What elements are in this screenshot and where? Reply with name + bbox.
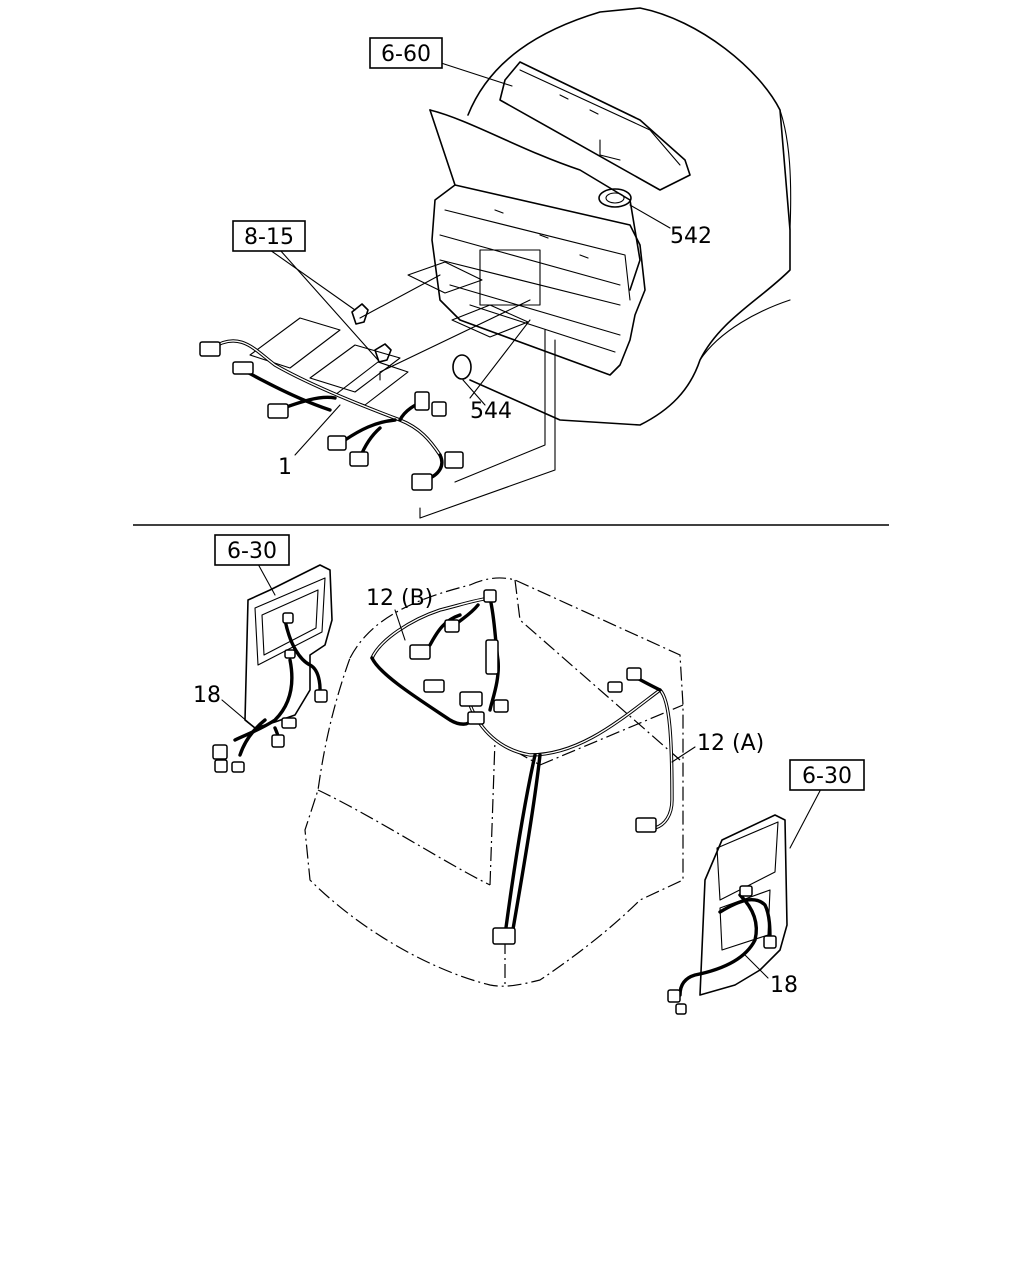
- cab-rear-outline: [304, 577, 684, 987]
- ref-6-60-text: 6-60: [381, 42, 431, 67]
- ref-6-30-left-text: 6-30: [227, 539, 277, 564]
- callout-544: 544: [470, 399, 512, 424]
- ref-box-6-30-right: 6-30: [789, 759, 865, 791]
- callout-542: 542: [670, 224, 712, 249]
- ref-box-6-30-left: 6-30: [214, 534, 290, 566]
- ref-box-6-60: 6-60: [369, 37, 443, 69]
- ref-box-8-15: 8-15: [232, 220, 306, 252]
- callout-1: 1: [278, 455, 292, 480]
- main-harness: [199, 303, 464, 491]
- ref-8-15-text: 8-15: [244, 225, 294, 250]
- callout-18-left: 18: [193, 683, 221, 708]
- callout-18-right: 18: [770, 973, 798, 998]
- cab-front-assembly: [407, 7, 792, 426]
- bottom-leader-lines: [221, 563, 823, 979]
- ref-6-30-right-text: 6-30: [802, 764, 852, 789]
- callout-12b: 12 (B): [366, 586, 433, 611]
- callout-12a: 12 (A): [697, 731, 764, 756]
- roof-harness: [370, 589, 674, 945]
- top-leader-lines: [249, 61, 671, 519]
- left-door: [212, 564, 333, 773]
- right-door: [667, 814, 788, 1015]
